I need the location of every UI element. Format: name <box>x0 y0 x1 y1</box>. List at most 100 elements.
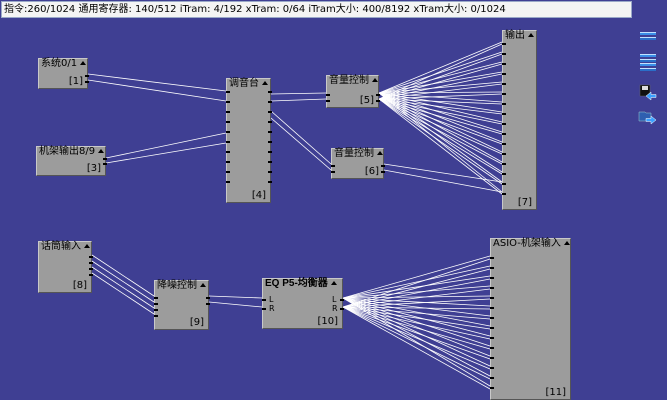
input-port[interactable] <box>326 94 330 96</box>
block-eq-p5[interactable]: EQ P5-均衡器 L R L R [10] <box>262 278 344 329</box>
output-port[interactable] <box>206 297 210 299</box>
output-port[interactable] <box>268 131 272 133</box>
output-port[interactable] <box>103 163 107 165</box>
input-port[interactable] <box>502 103 506 105</box>
input-port[interactable] <box>490 317 494 319</box>
input-port[interactable] <box>502 133 506 135</box>
output-port[interactable] <box>381 171 385 173</box>
block-volume-control-1[interactable]: 音量控制 [5] <box>326 75 380 108</box>
output-port[interactable] <box>89 274 93 276</box>
input-port-r[interactable] <box>262 308 266 310</box>
output-port[interactable] <box>268 121 272 123</box>
open-arrow-right-icon[interactable] <box>638 108 658 126</box>
collapse-arrow-icon[interactable] <box>84 244 90 248</box>
input-port[interactable] <box>154 303 158 305</box>
input-port[interactable] <box>502 53 506 55</box>
output-port[interactable] <box>268 141 272 143</box>
collapse-arrow-icon[interactable] <box>377 151 383 155</box>
input-port[interactable] <box>502 173 506 175</box>
output-port[interactable] <box>103 158 107 160</box>
input-port[interactable] <box>226 161 230 163</box>
input-port-l[interactable] <box>262 299 266 301</box>
input-port[interactable] <box>502 183 506 185</box>
block-asio-rack-input[interactable]: ASIO-机架输入 [11] <box>490 238 571 400</box>
input-port[interactable] <box>490 267 494 269</box>
input-port[interactable] <box>226 181 230 183</box>
collapse-arrow-icon[interactable] <box>262 81 268 85</box>
input-port[interactable] <box>502 143 506 145</box>
block-output[interactable]: 输出 [7] <box>502 30 537 210</box>
output-port[interactable] <box>85 81 89 83</box>
collapse-arrow-icon[interactable] <box>98 149 105 153</box>
block-rack-output[interactable]: 机架输出8/9 [3] <box>36 146 107 176</box>
input-port[interactable] <box>154 315 158 317</box>
input-port[interactable] <box>502 153 506 155</box>
input-port[interactable] <box>226 101 230 103</box>
equals-icon[interactable] <box>638 49 658 67</box>
input-port[interactable] <box>490 287 494 289</box>
input-port[interactable] <box>502 43 506 45</box>
input-port[interactable] <box>490 297 494 299</box>
input-port[interactable] <box>490 307 494 309</box>
input-port[interactable] <box>502 113 506 115</box>
output-port[interactable] <box>268 91 272 93</box>
save-arrow-left-icon[interactable] <box>638 84 658 102</box>
block-noise-reduction[interactable]: 降噪控制 [9] <box>154 280 210 330</box>
output-port-l[interactable] <box>340 299 344 301</box>
collapse-arrow-icon[interactable] <box>80 61 87 65</box>
input-port[interactable] <box>490 277 494 279</box>
output-port[interactable] <box>89 256 93 258</box>
output-port-r[interactable] <box>340 308 344 310</box>
output-port[interactable] <box>268 161 272 163</box>
input-port[interactable] <box>490 327 494 329</box>
input-port[interactable] <box>502 163 506 165</box>
output-port[interactable] <box>89 268 93 270</box>
block-mic-input[interactable]: 话筒输入 [8] <box>38 241 93 293</box>
input-port[interactable] <box>490 357 494 359</box>
output-port[interactable] <box>268 171 272 173</box>
input-port[interactable] <box>490 347 494 349</box>
input-port[interactable] <box>226 111 230 113</box>
input-port[interactable] <box>502 93 506 95</box>
collapse-arrow-icon[interactable] <box>563 241 570 245</box>
output-port[interactable] <box>268 151 272 153</box>
input-port[interactable] <box>502 123 506 125</box>
input-port[interactable] <box>331 165 335 167</box>
output-port[interactable] <box>268 181 272 183</box>
input-port[interactable] <box>226 91 230 93</box>
input-port[interactable] <box>226 171 230 173</box>
input-port[interactable] <box>502 73 506 75</box>
input-port[interactable] <box>502 83 506 85</box>
block-system[interactable]: 系统0/1 [1] <box>38 58 89 89</box>
input-port[interactable] <box>490 387 494 389</box>
input-port[interactable] <box>154 309 158 311</box>
input-port[interactable] <box>490 367 494 369</box>
input-port[interactable] <box>490 257 494 259</box>
output-port[interactable] <box>85 75 89 77</box>
equals-icon[interactable] <box>638 27 658 45</box>
input-port[interactable] <box>226 151 230 153</box>
collapse-arrow-icon[interactable] <box>200 283 206 287</box>
input-port[interactable] <box>226 121 230 123</box>
input-port[interactable] <box>226 131 230 133</box>
collapse-arrow-icon[interactable] <box>528 33 534 37</box>
block-volume-control-2[interactable]: 音量控制 [6] <box>331 148 385 179</box>
input-port[interactable] <box>331 171 335 173</box>
output-port[interactable] <box>376 94 380 96</box>
output-port[interactable] <box>268 101 272 103</box>
input-port[interactable] <box>490 377 494 379</box>
input-port[interactable] <box>502 63 506 65</box>
output-port[interactable] <box>381 165 385 167</box>
input-port[interactable] <box>326 100 330 102</box>
collapse-arrow-icon[interactable] <box>330 281 337 285</box>
block-mixer[interactable]: 调音台 [4] <box>226 78 272 203</box>
input-port[interactable] <box>490 337 494 339</box>
output-port[interactable] <box>89 262 93 264</box>
input-port[interactable] <box>502 193 506 195</box>
output-port[interactable] <box>268 111 272 113</box>
input-port[interactable] <box>226 141 230 143</box>
collapse-arrow-icon[interactable] <box>372 78 378 82</box>
equals-icon[interactable] <box>638 58 658 76</box>
output-port[interactable] <box>376 100 380 102</box>
input-port[interactable] <box>154 297 158 299</box>
